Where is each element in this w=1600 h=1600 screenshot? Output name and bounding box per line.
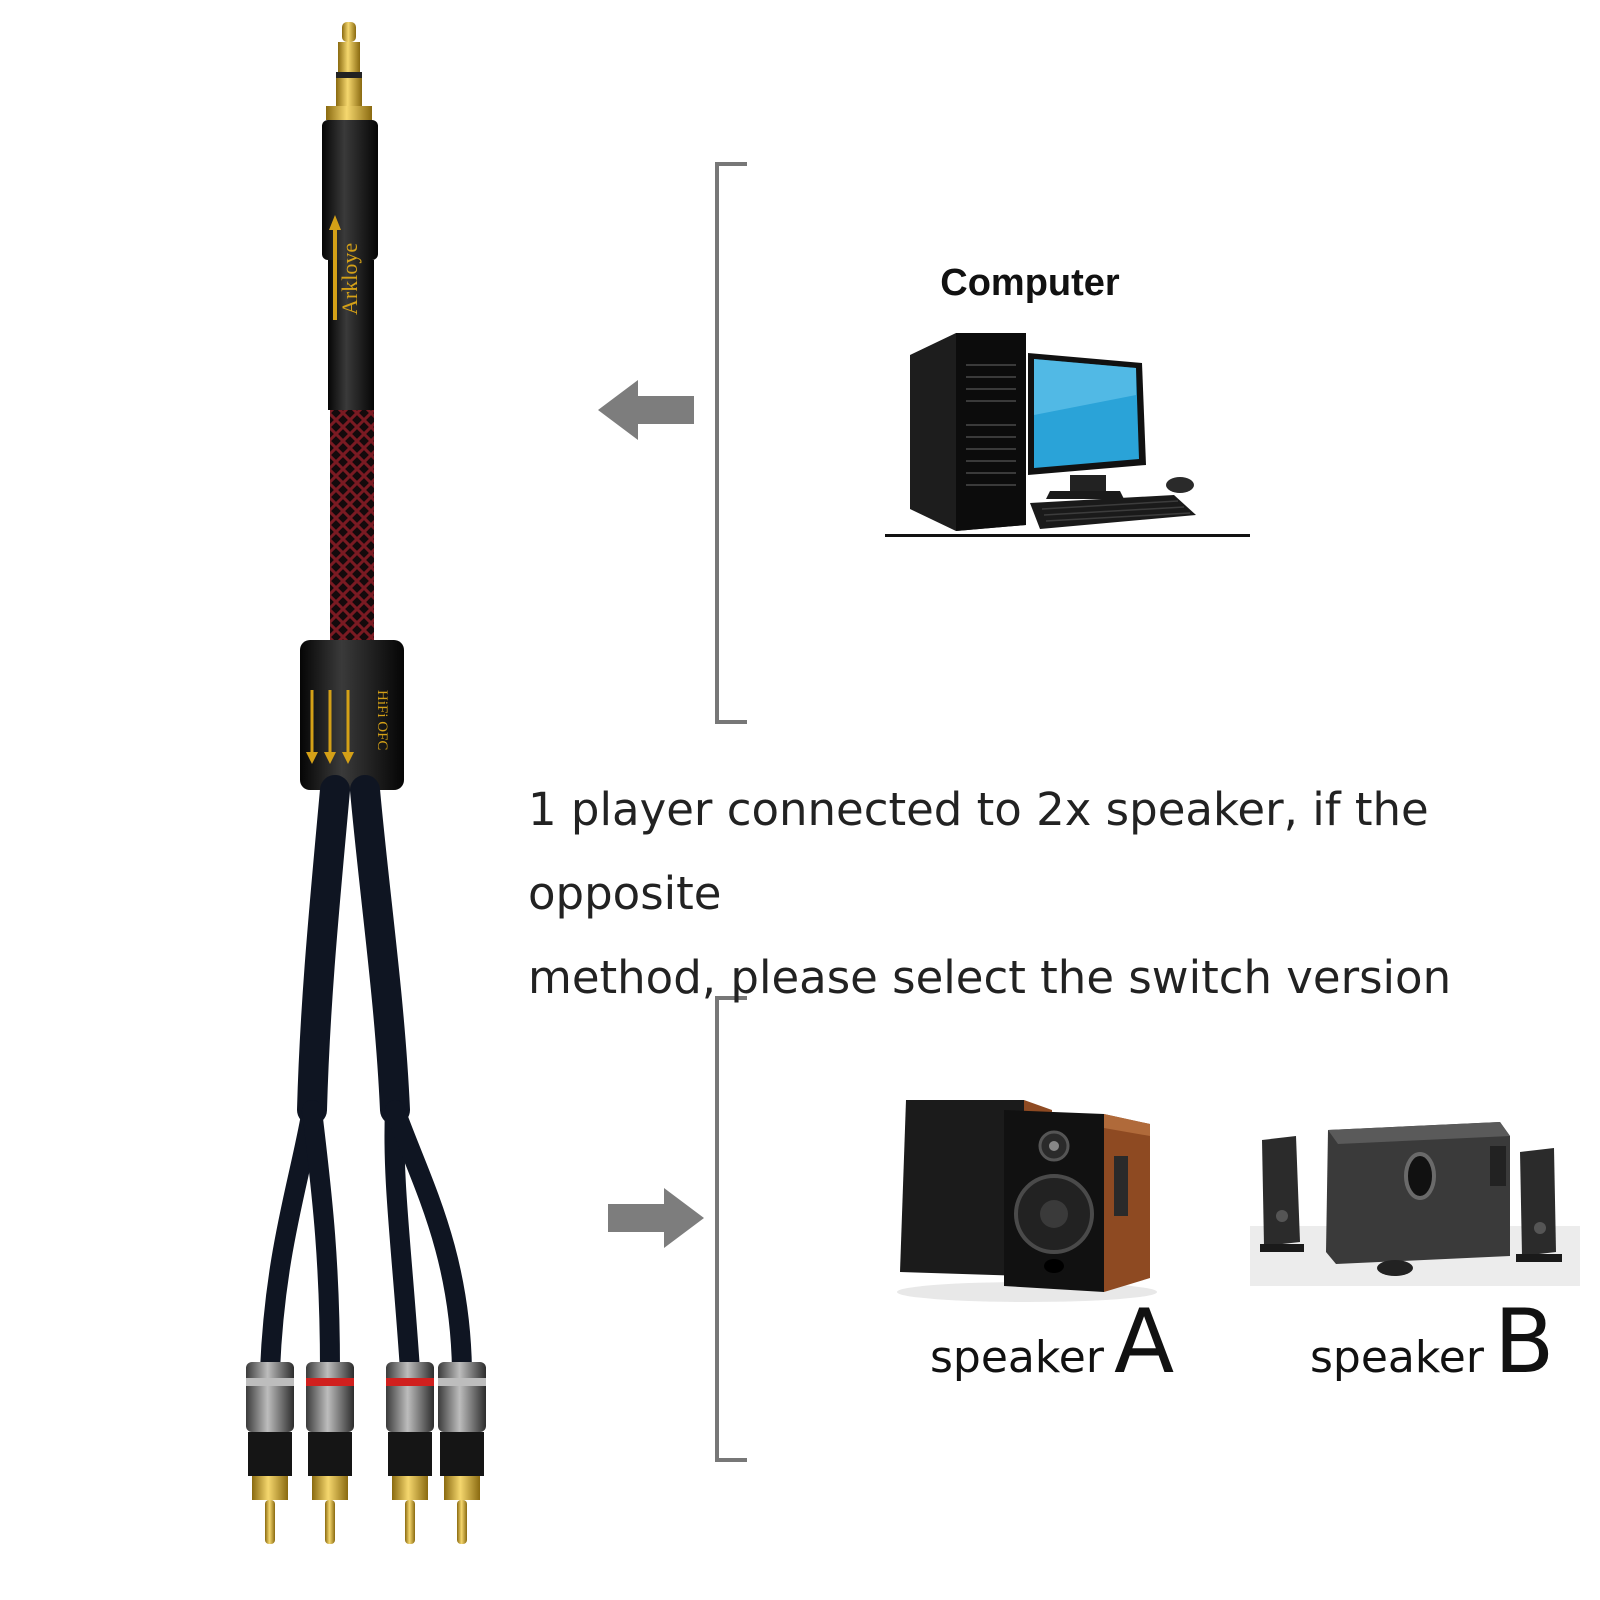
computer-label: Computer <box>940 262 1120 304</box>
rca-plug <box>246 1362 294 1544</box>
desktop-speaker-system-icon <box>1250 1122 1580 1286</box>
rca-connectors <box>246 1362 486 1544</box>
top-bracket <box>715 162 747 724</box>
rca-plug <box>438 1362 486 1544</box>
speaker-b-word: speaker <box>1310 1332 1484 1383</box>
speaker-a-word: speaker <box>930 1332 1104 1383</box>
braided-cable <box>330 410 374 640</box>
audio-y-cable-image: Arkloye HiFi OFC <box>246 22 486 1544</box>
rca-plug <box>306 1362 354 1544</box>
speaker-b-letter: B <box>1493 1290 1555 1393</box>
speaker-a-letter: A <box>1113 1290 1175 1393</box>
desk-line <box>885 534 1250 537</box>
bottom-bracket <box>715 996 747 1462</box>
brand-text: Arkloye <box>337 243 362 315</box>
split-cables <box>260 775 472 1380</box>
jack-plug-tip <box>326 22 372 120</box>
description-line-1: 1 player connected to 2x speaker, if the… <box>528 783 1429 920</box>
jack-plug-body: Arkloye <box>322 120 378 410</box>
right-arrow-icon <box>608 1188 704 1248</box>
computer-icon <box>910 333 1196 531</box>
cable-splitter: HiFi OFC <box>300 640 404 790</box>
splitter-text: HiFi OFC <box>374 690 390 750</box>
left-arrow-icon <box>598 380 694 440</box>
rca-plug <box>386 1362 434 1544</box>
description-line-2: method, please select the switch version <box>528 951 1452 1004</box>
description-text: 1 player connected to 2x speaker, if the… <box>528 768 1588 1020</box>
bookshelf-speakers-icon <box>897 1100 1157 1302</box>
